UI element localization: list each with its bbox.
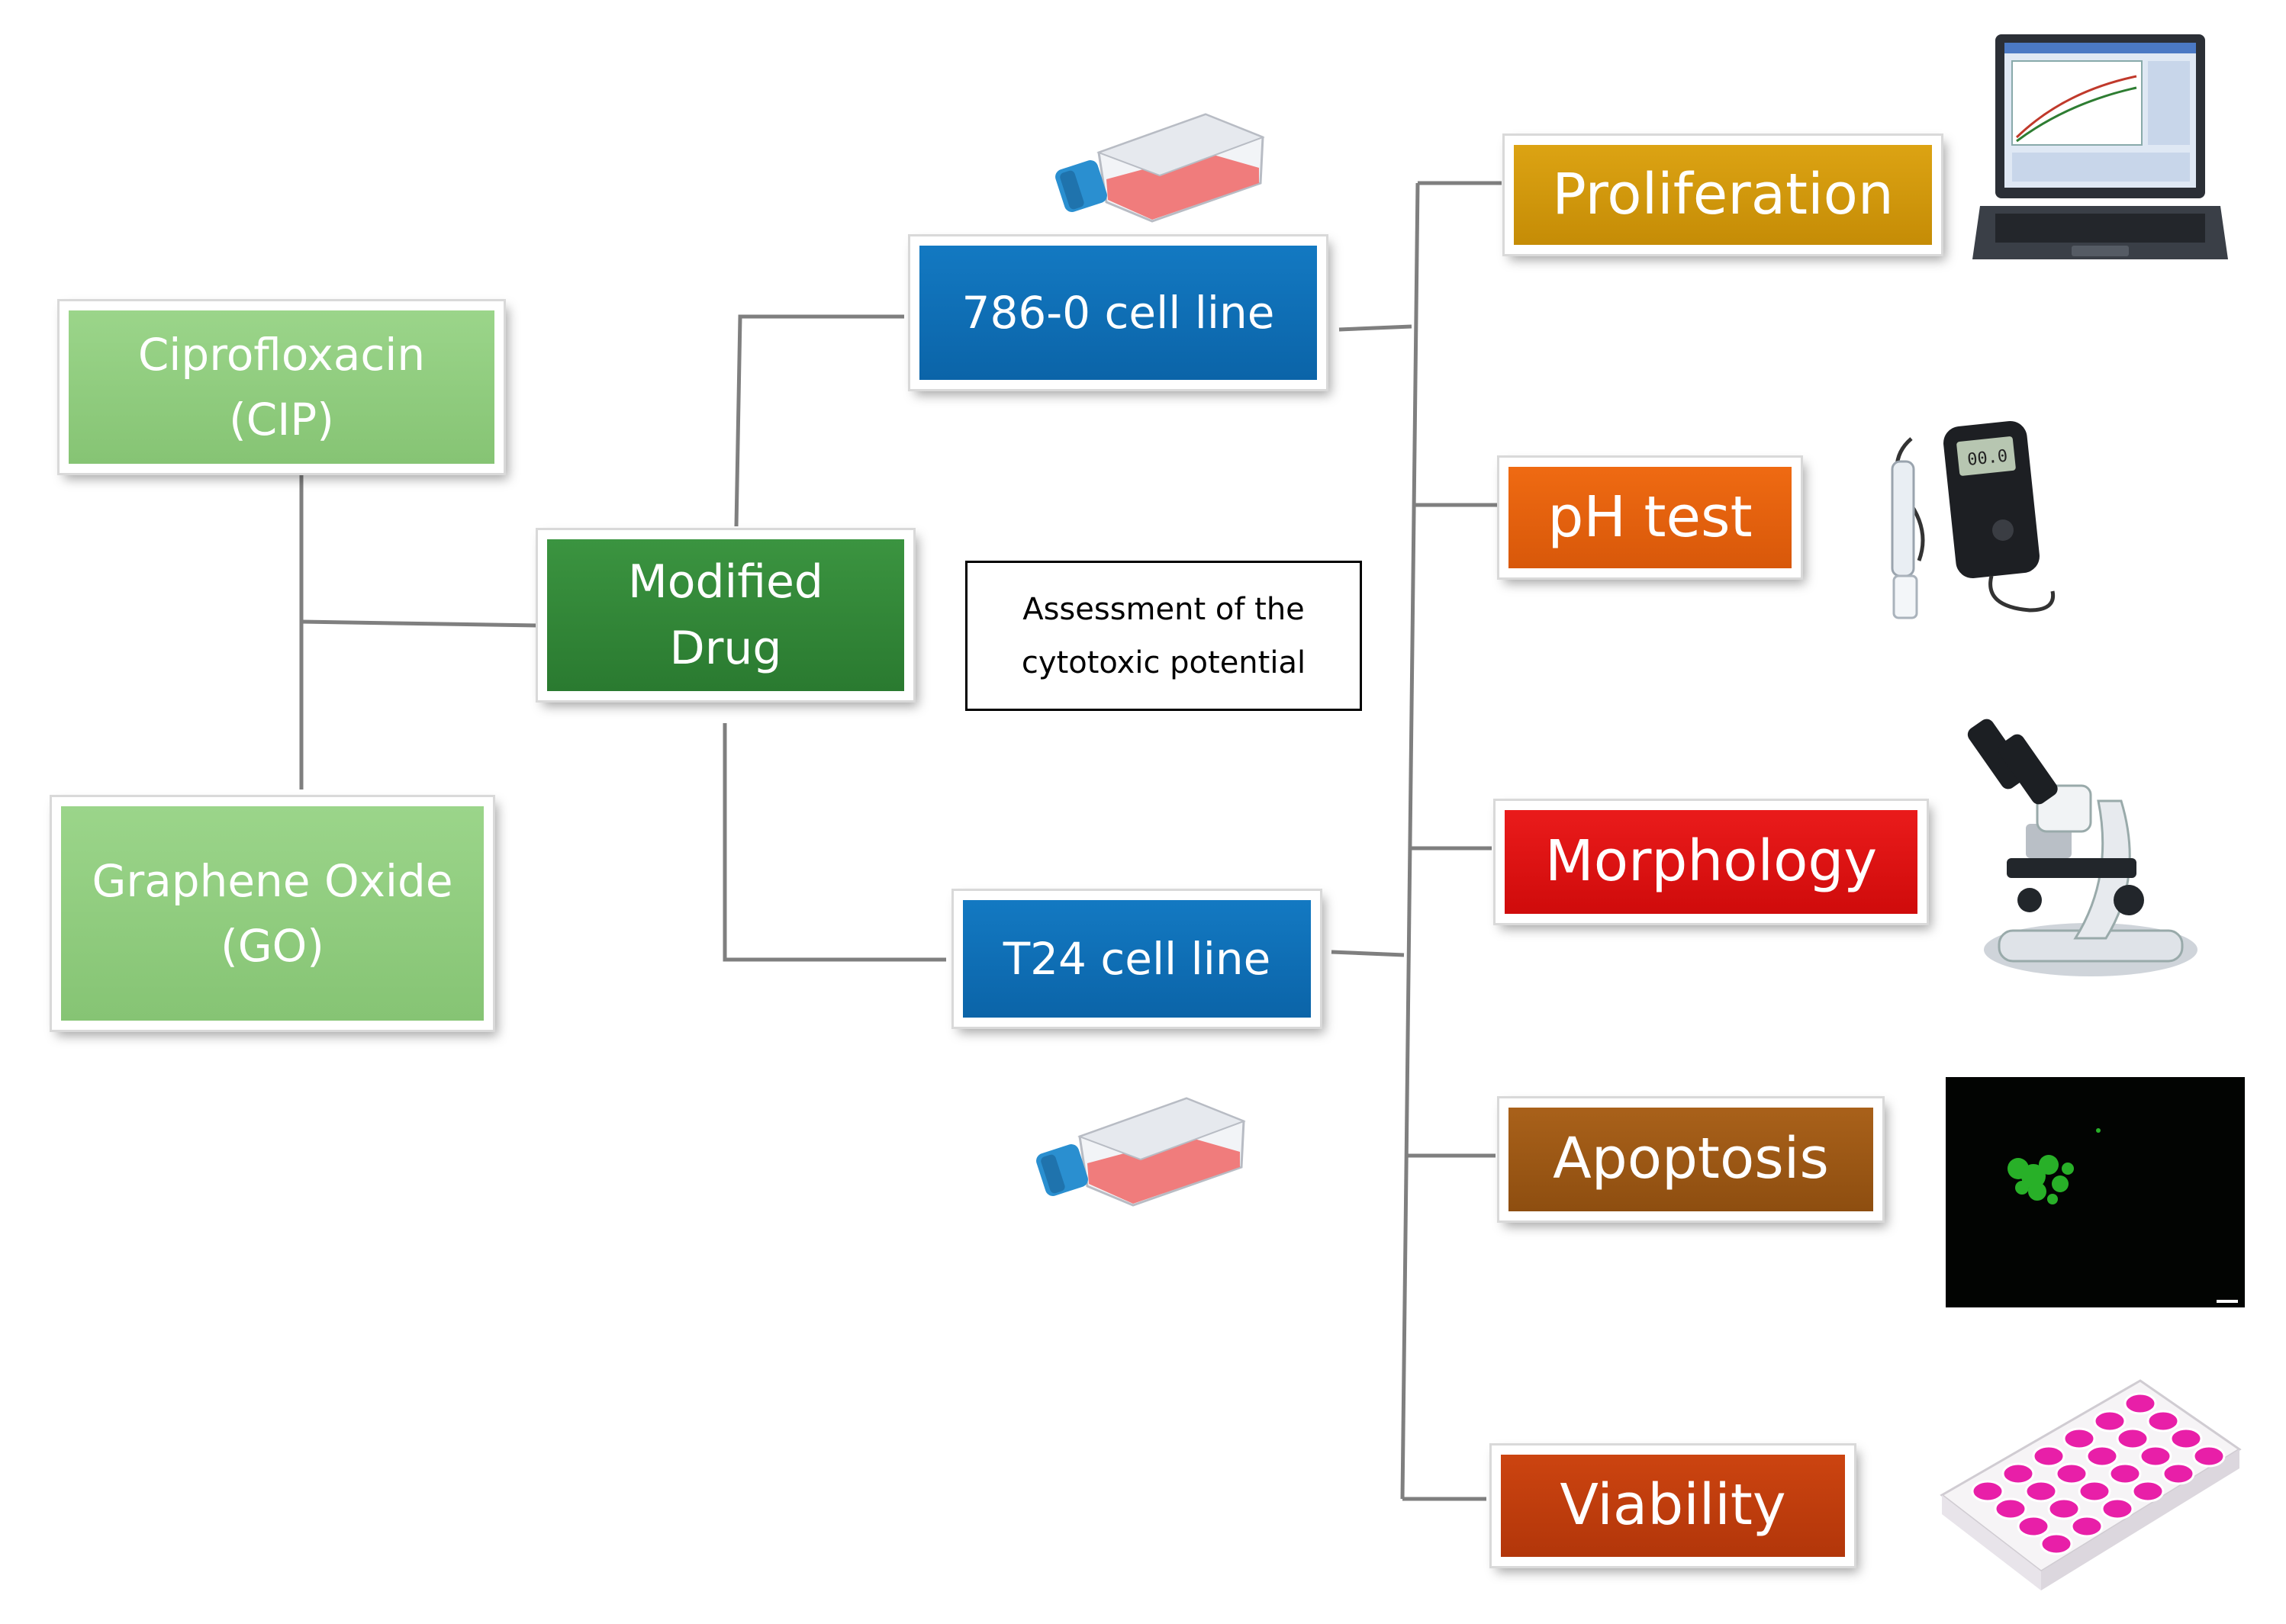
proliferation-box: Proliferation [1505,136,1941,254]
culture-flask-icon [1055,113,1265,223]
cell-line-t24-label: T24 cell line [1003,932,1271,985]
apoptosis-box: Apoptosis [1499,1098,1882,1220]
assessment-note-text: Assessment of the cytotoxic potential [1021,591,1306,680]
graphene-oxide-label: Graphene Oxide (GO) [92,855,453,972]
cell-line-t24-box: T24 cell line [954,891,1320,1027]
microscope-icon [1967,719,2197,976]
modified-drug-label: Modified Drug [627,555,824,675]
cell-line-786-box: 786-0 cell line [910,236,1326,389]
apoptosis-label: Apoptosis [1553,1126,1829,1192]
ciprofloxacin-box: Ciprofloxacin (CIP) [60,301,504,473]
ciprofloxacin-label: Ciprofloxacin (CIP) [137,329,426,445]
proliferation-label: Proliferation [1552,161,1894,227]
graphene-oxide-box: Graphene Oxide (GO) [52,797,493,1030]
assessment-note: Assessment of the cytotoxic potential [965,561,1362,711]
fluorescence-image [1946,1077,2245,1307]
ph-test-label: pH test [1547,484,1753,550]
viability-label: Viability [1560,1472,1786,1539]
laptop-icon [1972,34,2228,259]
culture-flask-icon [1036,1097,1246,1207]
ph-test-box: pH test [1499,458,1801,577]
viability-box: Viability [1492,1446,1854,1566]
morphology-label: Morphology [1544,828,1878,895]
cell-line-786-label: 786-0 cell line [961,286,1275,339]
ph-meter-icon: 00.0 [1891,420,2056,619]
well-plate-icon [1940,1379,2242,1590]
morphology-box: Morphology [1496,801,1927,923]
svg-text:00.0: 00.0 [1966,447,2008,470]
modified-drug-box: Modified Drug [538,530,913,700]
